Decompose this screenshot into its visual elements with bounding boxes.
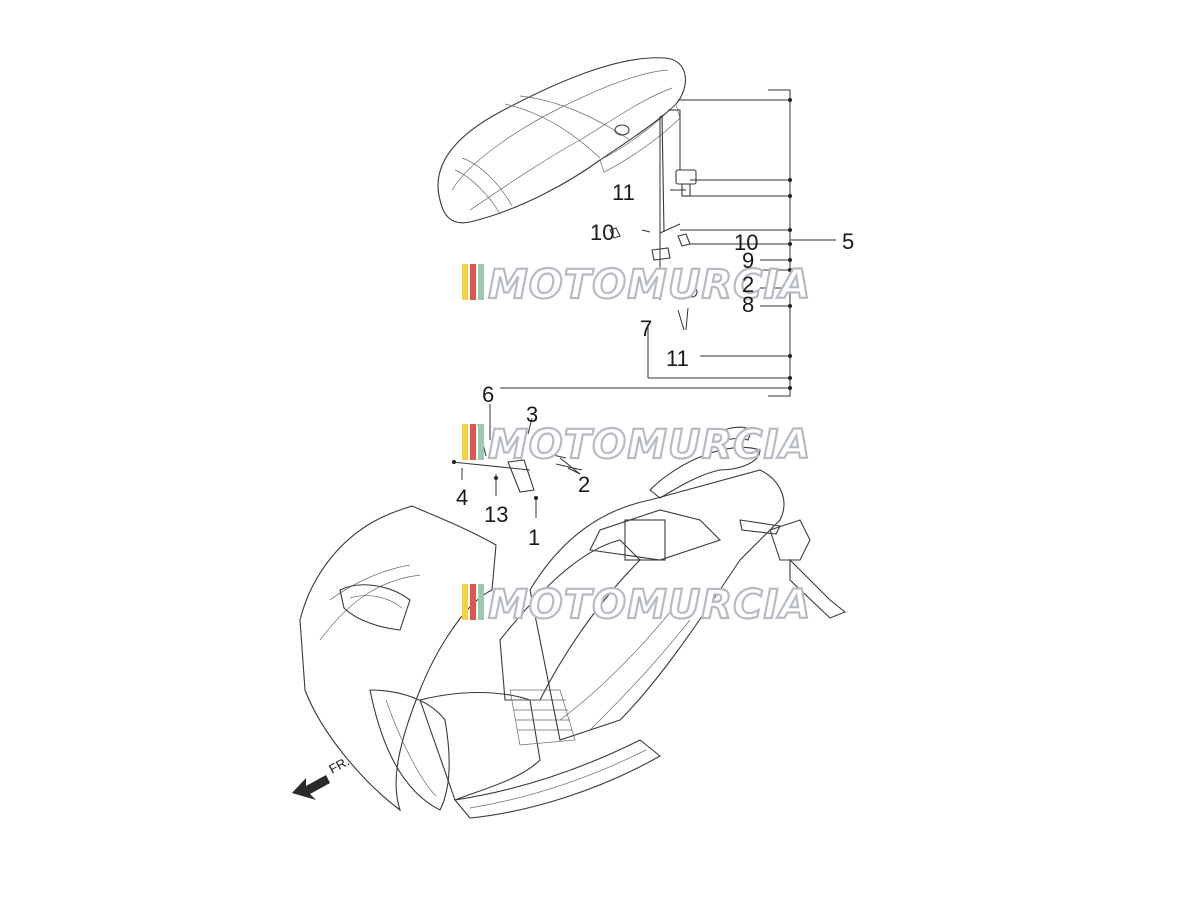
callout-1: 1	[528, 525, 540, 550]
watermark-stripe	[470, 424, 476, 460]
watermark-text: MOTOMURCIA	[488, 582, 811, 628]
direction-label: FR.	[326, 754, 352, 777]
callout-8: 8	[742, 292, 754, 317]
leader-lines	[461, 89, 836, 518]
callout-4: 4	[456, 485, 468, 510]
callout-5: 5	[842, 229, 854, 254]
watermark-text: MOTOMURCIA	[488, 422, 811, 468]
watermark-stripe	[462, 584, 468, 620]
callout-6: 6	[482, 382, 494, 407]
watermark-stripe	[462, 424, 468, 460]
callout-11-top: 11	[612, 180, 635, 205]
callout-10-right: 10	[734, 230, 758, 255]
callout-3: 3	[526, 402, 538, 427]
watermark-stripe	[462, 264, 468, 300]
callout-7: 7	[640, 316, 652, 341]
watermark-3: MOTOMURCIA	[462, 581, 811, 629]
watermark-stripe	[478, 584, 484, 620]
hardware-cluster	[451, 423, 583, 500]
watermark-stripe	[470, 584, 476, 620]
watermark-text: MOTOMURCIA	[488, 262, 811, 308]
watermark-1: MOTOMURCIA	[462, 261, 811, 309]
callouts: 11 10 10 5 9 2 8 7 11 6 3 2 4 13 1	[456, 180, 854, 550]
callout-2-top: 2	[742, 272, 754, 297]
watermark-stripe	[478, 424, 484, 460]
arrow-icon	[292, 775, 330, 800]
watermark-stripe	[470, 264, 476, 300]
watermark-stripe	[478, 264, 484, 300]
callout-11-bottom: 11	[666, 346, 689, 371]
front-direction-arrow: FR.	[292, 754, 352, 800]
callout-10-left: 10	[590, 220, 614, 245]
callout-13: 13	[484, 502, 508, 527]
seat	[437, 57, 686, 224]
callout-9: 9	[742, 248, 754, 273]
callout-2-bottom: 2	[578, 472, 590, 497]
seat-lock-parts	[609, 114, 698, 298]
watermark-2: MOTOMURCIA	[462, 421, 811, 469]
scooter-body	[299, 426, 847, 819]
